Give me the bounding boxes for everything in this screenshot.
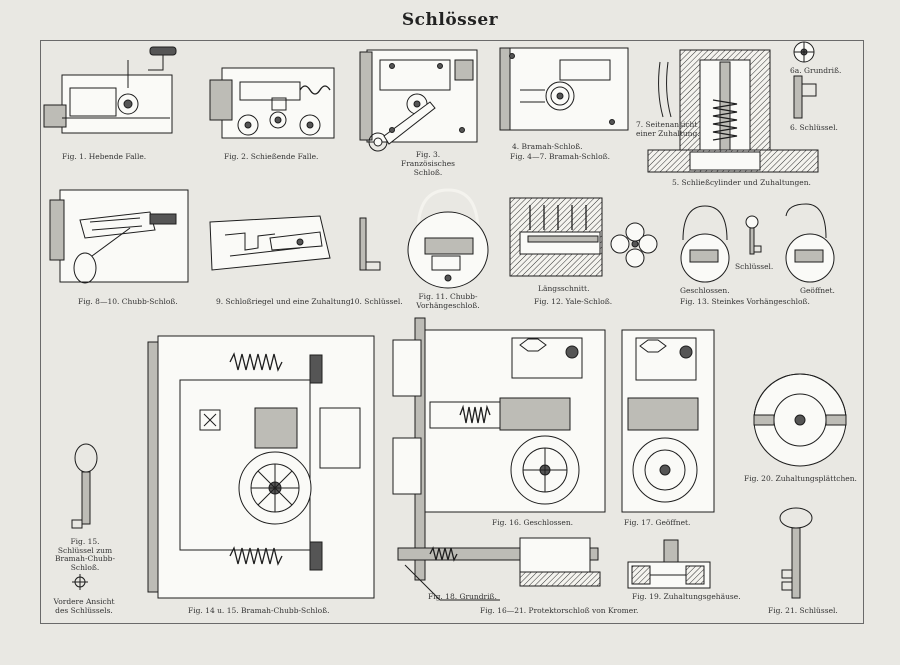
caption-fig1: Fig. 1. Hebende Falle. xyxy=(62,152,147,161)
caption-fig15-front: Vordere Ansicht des Schlüssels. xyxy=(53,597,115,615)
caption-fig7-line2: einer Zuhaltung. xyxy=(636,129,700,138)
caption-fig15-line3: Bramah-Chubb- xyxy=(54,554,116,563)
fig15-key xyxy=(71,443,98,590)
caption-fig21: Fig. 21. Schlüssel. xyxy=(768,606,838,615)
fig18-ground-plan xyxy=(397,537,601,601)
caption-fig3-line3: Schloß. xyxy=(413,168,443,177)
caption-fig20: Fig. 20. Zuhaltungsplättchen. xyxy=(744,474,857,483)
fig9-bolt-and-tumbler xyxy=(209,215,331,271)
caption-fig11-line2: Vorhängeschloß. xyxy=(416,301,480,310)
fig2-shooting-latch xyxy=(209,67,335,139)
fig3-french-lock xyxy=(359,49,478,152)
fig19-tumbler-housing xyxy=(627,539,711,589)
caption-fig15-line4: Schloß. xyxy=(70,562,100,572)
caption-fig13-closed: Geschlossen. xyxy=(680,286,730,295)
caption-fig13: Fig. 13. Steinkes Vorhängeschloß. xyxy=(680,297,810,306)
caption-fig4-7: Fig. 4—7. Bramah-Schloß. xyxy=(510,152,610,161)
caption-fig10: 10. Schlüssel. xyxy=(350,297,403,306)
caption-fig6a: 6a. Grundriß. xyxy=(790,66,842,75)
caption-fig11: Fig. 11. Chubb- Vorhängeschloß. xyxy=(416,292,479,310)
fig1-lifting-latch xyxy=(43,46,177,134)
fig8-chubb-lock xyxy=(49,189,189,284)
caption-fig7-line1: 7. Seitenansicht xyxy=(636,120,698,129)
fig20-tumbler-plate xyxy=(753,373,847,467)
fig14-bramah-chubb-lock xyxy=(147,335,375,599)
fig13-steinke-padlock xyxy=(680,203,835,283)
fig21-key xyxy=(779,507,813,599)
caption-fig2: Fig. 2. Schießende Falle. xyxy=(224,152,319,161)
caption-fig17: Fig. 17. Geöffnet. xyxy=(624,518,691,527)
caption-fig7: 7. Seitenansicht einer Zuhaltung. xyxy=(636,120,700,138)
caption-fig5: 5. Schließcylinder und Zuhaltungen. xyxy=(672,178,811,187)
caption-fig15-line2: Schlüssel zum xyxy=(57,545,113,555)
caption-fig4: 4. Bramah-Schloß. xyxy=(512,142,583,151)
caption-fig15: Fig. 15. Schlüssel zum Bramah-Chubb- Sch… xyxy=(54,537,116,572)
caption-fig18: Fig. 18. Grundriß. xyxy=(428,592,497,601)
caption-fig9: 9. Schloßriegel und eine Zuhaltung. xyxy=(216,297,354,306)
fig12-yale-lock xyxy=(509,197,658,277)
fig5-cylinder-section xyxy=(647,41,819,173)
caption-fig15-front-line1: Vordere Ansicht xyxy=(53,597,115,606)
caption-fig19: Fig. 19. Zuhaltungsgehäuse. xyxy=(632,592,741,601)
caption-fig13-key: Schlüssel. xyxy=(735,262,774,271)
caption-fig3-line1: Fig. 3. xyxy=(415,150,441,159)
caption-fig3: Fig. 3. Französisches Schloß. xyxy=(401,150,455,177)
caption-fig11-line1: Fig. 11. Chubb- xyxy=(418,292,478,301)
fig11-chubb-padlock xyxy=(407,188,489,289)
caption-fig16-21: Fig. 16—21. Protektorschloß von Kromer. xyxy=(480,606,639,615)
plate-frame xyxy=(40,40,864,624)
plate-title: Schlösser xyxy=(401,10,499,30)
caption-fig13-open: Geöffnet. xyxy=(800,286,835,295)
fig17-protector-lock-open xyxy=(621,329,715,513)
fig4-bramah-lock xyxy=(499,47,629,131)
caption-fig6: 6. Schlüssel. xyxy=(790,123,838,132)
fig10-chubb-key xyxy=(359,217,381,271)
caption-fig8-10: Fig. 8—10. Chubb-Schloß. xyxy=(78,297,178,306)
fig16-protector-lock-closed xyxy=(392,317,606,581)
caption-fig16: Fig. 16. Geschlossen. xyxy=(492,518,574,527)
caption-fig12: Fig. 12. Yale-Schloß. xyxy=(534,297,613,306)
caption-fig14-15: Fig. 14 u. 15. Bramah-Chubb-Schloß. xyxy=(188,606,330,615)
caption-fig15-front-line2: des Schlüssels. xyxy=(55,605,113,615)
caption-fig12-sub: Längsschnitt. xyxy=(538,284,590,293)
caption-fig15-line1: Fig. 15. xyxy=(70,537,100,546)
caption-fig3-line2: Französisches xyxy=(401,159,455,168)
